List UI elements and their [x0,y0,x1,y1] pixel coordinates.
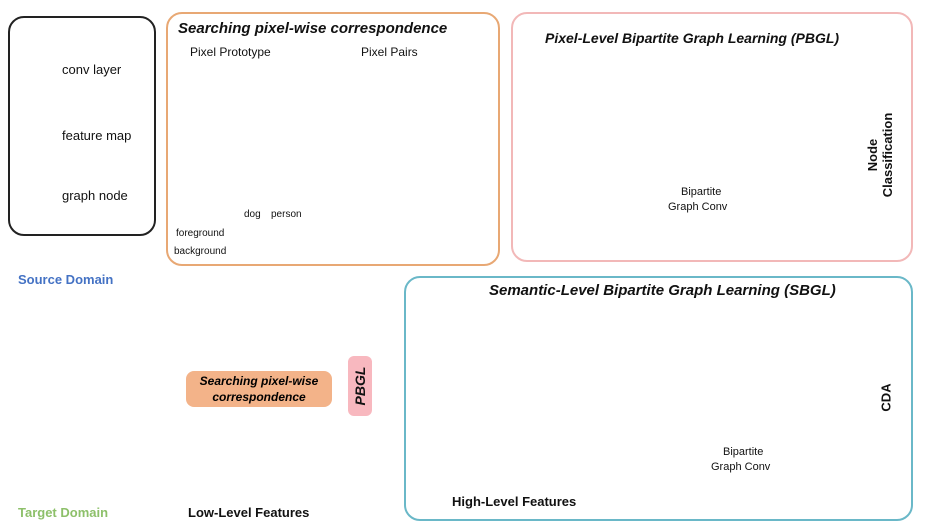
source-domain-label: Source Domain [18,272,114,287]
feature-map-cell [263,302,279,323]
pbgl-to-sbgl-arrow [375,374,400,402]
sbgl-conv-label-2: Graph Conv [711,461,771,473]
feature-map-cell [249,441,265,462]
feature-map-cell [235,446,251,467]
searching-line2: correspondence [212,390,306,404]
feature-map-cell [235,326,251,347]
feature-map-cell [235,474,251,495]
searching-correspondence-block: Searching pixel-wise correspondence [186,371,332,407]
feature-map-cell [263,330,279,351]
source-domain-image [10,290,122,370]
searching-line1: Searching pixel-wise [199,374,319,388]
table-header-person: person [271,209,302,220]
search-panel-title: Searching pixel-wise correspondence [178,20,448,37]
low-level-features-label: Low-Level Features [188,505,310,520]
source-arrow [125,320,146,346]
target-domain-image [10,425,122,500]
feature-map-cell [263,464,279,485]
feature-map-cell [249,335,265,356]
target-arrow [125,452,146,478]
feature-map-cell [263,450,279,471]
feature-map-cell [235,340,251,361]
legend-box [8,16,156,236]
sbgl-panel [404,276,913,521]
cda-label: CDA [878,383,894,412]
high-level-features-label: High-Level Features [452,494,577,509]
source-low-conv [151,290,210,375]
pbgl-conv-label-2: Graph Conv [668,201,728,213]
node-classification-line1: Node [865,138,880,172]
search-panel [166,12,500,266]
legend-graph-node-label: graph node [62,188,128,203]
pbgl-panel-title: Pixel-Level Bipartite Graph Learning (PB… [545,30,840,46]
node-classification-label: Node Classification [865,105,895,205]
source-low-feature-map [235,302,279,361]
table-row-background: background [174,246,227,257]
target-conv-arrow [213,452,234,478]
target-domain-label: Target Domain [18,505,109,520]
feature-map-cell [249,469,265,490]
feature-map-cell [249,307,265,328]
node-classification-line2: Classification [880,112,895,198]
table-row-foreground: foreground [176,228,225,239]
source-conv-arrow [213,317,234,343]
feature-map-cell [235,312,251,333]
pixel-pairs-label: Pixel Pairs [361,45,418,59]
sbgl-panel-title: Semantic-Level Bipartite Graph Learning … [489,282,836,299]
pbgl-conv-label-1: Bipartite [681,186,722,198]
pbgl-tag-label: PBGL [352,366,368,406]
legend-feature-map-label: feature map [62,128,132,143]
pbgl-panel [511,12,913,262]
feature-map-cell [263,316,279,337]
table-header-dog: dog [244,209,261,220]
feature-map-cell [235,460,251,481]
target-low-feature-map [235,436,279,495]
target-low-conv [151,421,210,513]
feature-map-cell [263,436,279,457]
legend-conv-layer-label: conv layer [62,62,122,77]
feature-map-cell [249,455,265,476]
pixel-prototype-label: Pixel Prototype [190,45,271,59]
sbgl-conv-label-1: Bipartite [723,446,764,458]
feature-map-cell [249,321,265,342]
pbgl-tag [348,356,372,416]
